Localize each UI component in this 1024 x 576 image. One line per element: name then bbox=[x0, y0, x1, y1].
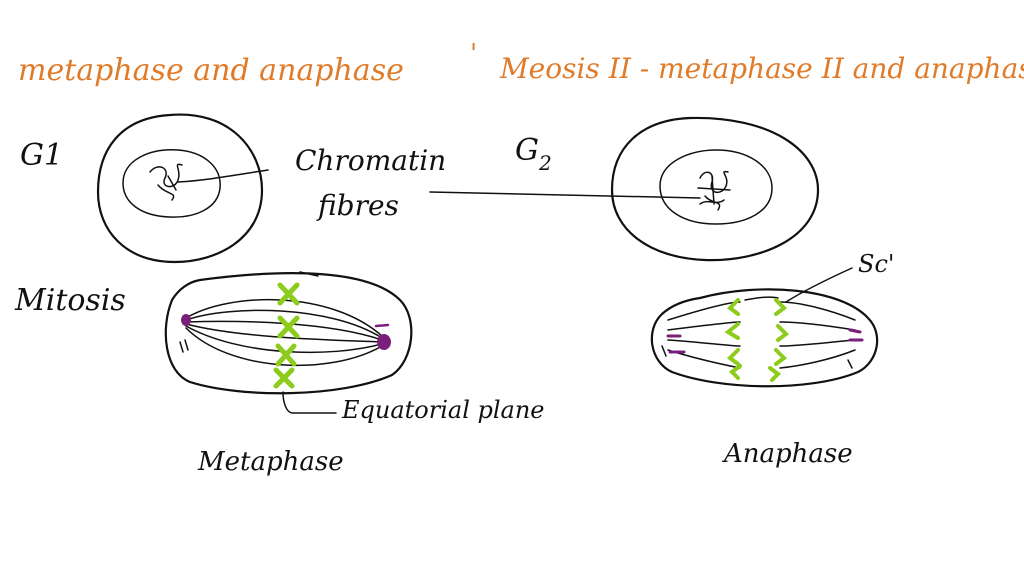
header-right-text: Meosis II - metaphase II and anaphaseII bbox=[499, 52, 1024, 85]
anaphase-chromatid bbox=[774, 298, 788, 316]
g2-pointer-line bbox=[429, 191, 701, 199]
anaphase-chromatids bbox=[724, 298, 790, 382]
anaphase-chromatid bbox=[776, 324, 790, 342]
g2-label: G2 bbox=[515, 133, 552, 175]
metaphase-right-centrosome bbox=[377, 334, 391, 350]
metaphase-chromosomes bbox=[273, 282, 300, 389]
anaphase-label: Anaphase bbox=[722, 439, 853, 469]
metaphase-right-mark bbox=[374, 323, 390, 328]
sc-pointer-line bbox=[785, 267, 853, 303]
anaphase-chromatid bbox=[768, 366, 782, 382]
anaphase-cell bbox=[650, 288, 879, 388]
equatorial-pointer bbox=[282, 391, 337, 414]
anaphase-chromatid bbox=[726, 298, 740, 316]
anaphase-centrosomes bbox=[666, 328, 864, 354]
anaphase-chromatid bbox=[728, 364, 742, 380]
anaphase-chromatid bbox=[724, 322, 740, 340]
header-left-text: metaphase and anaphase bbox=[18, 53, 404, 88]
metaphase-left-centrosome bbox=[181, 314, 191, 326]
metaphase-chromosome bbox=[277, 282, 300, 306]
metaphase-chromosome bbox=[277, 315, 300, 339]
metaphase-chromosome bbox=[273, 367, 295, 389]
g2-cell bbox=[610, 116, 820, 262]
header-tick: ' bbox=[470, 39, 477, 69]
chromatin-label: Chromatin bbox=[295, 144, 446, 177]
equatorial-plane-label: Equatorial plane bbox=[341, 396, 545, 424]
fibres-label: fibres bbox=[316, 189, 399, 222]
anaphase-chromatid bbox=[726, 348, 740, 366]
metaphase-chromosome bbox=[275, 343, 297, 367]
sc-label: Sc' bbox=[858, 250, 894, 278]
g1-label: G1 bbox=[20, 138, 63, 173]
g1-pointer-line bbox=[177, 169, 269, 183]
g1-cell bbox=[96, 113, 264, 264]
mitosis-label: Mitosis bbox=[14, 283, 126, 318]
metaphase-label: Metaphase bbox=[197, 447, 344, 477]
anaphase-chromatid bbox=[774, 348, 788, 366]
